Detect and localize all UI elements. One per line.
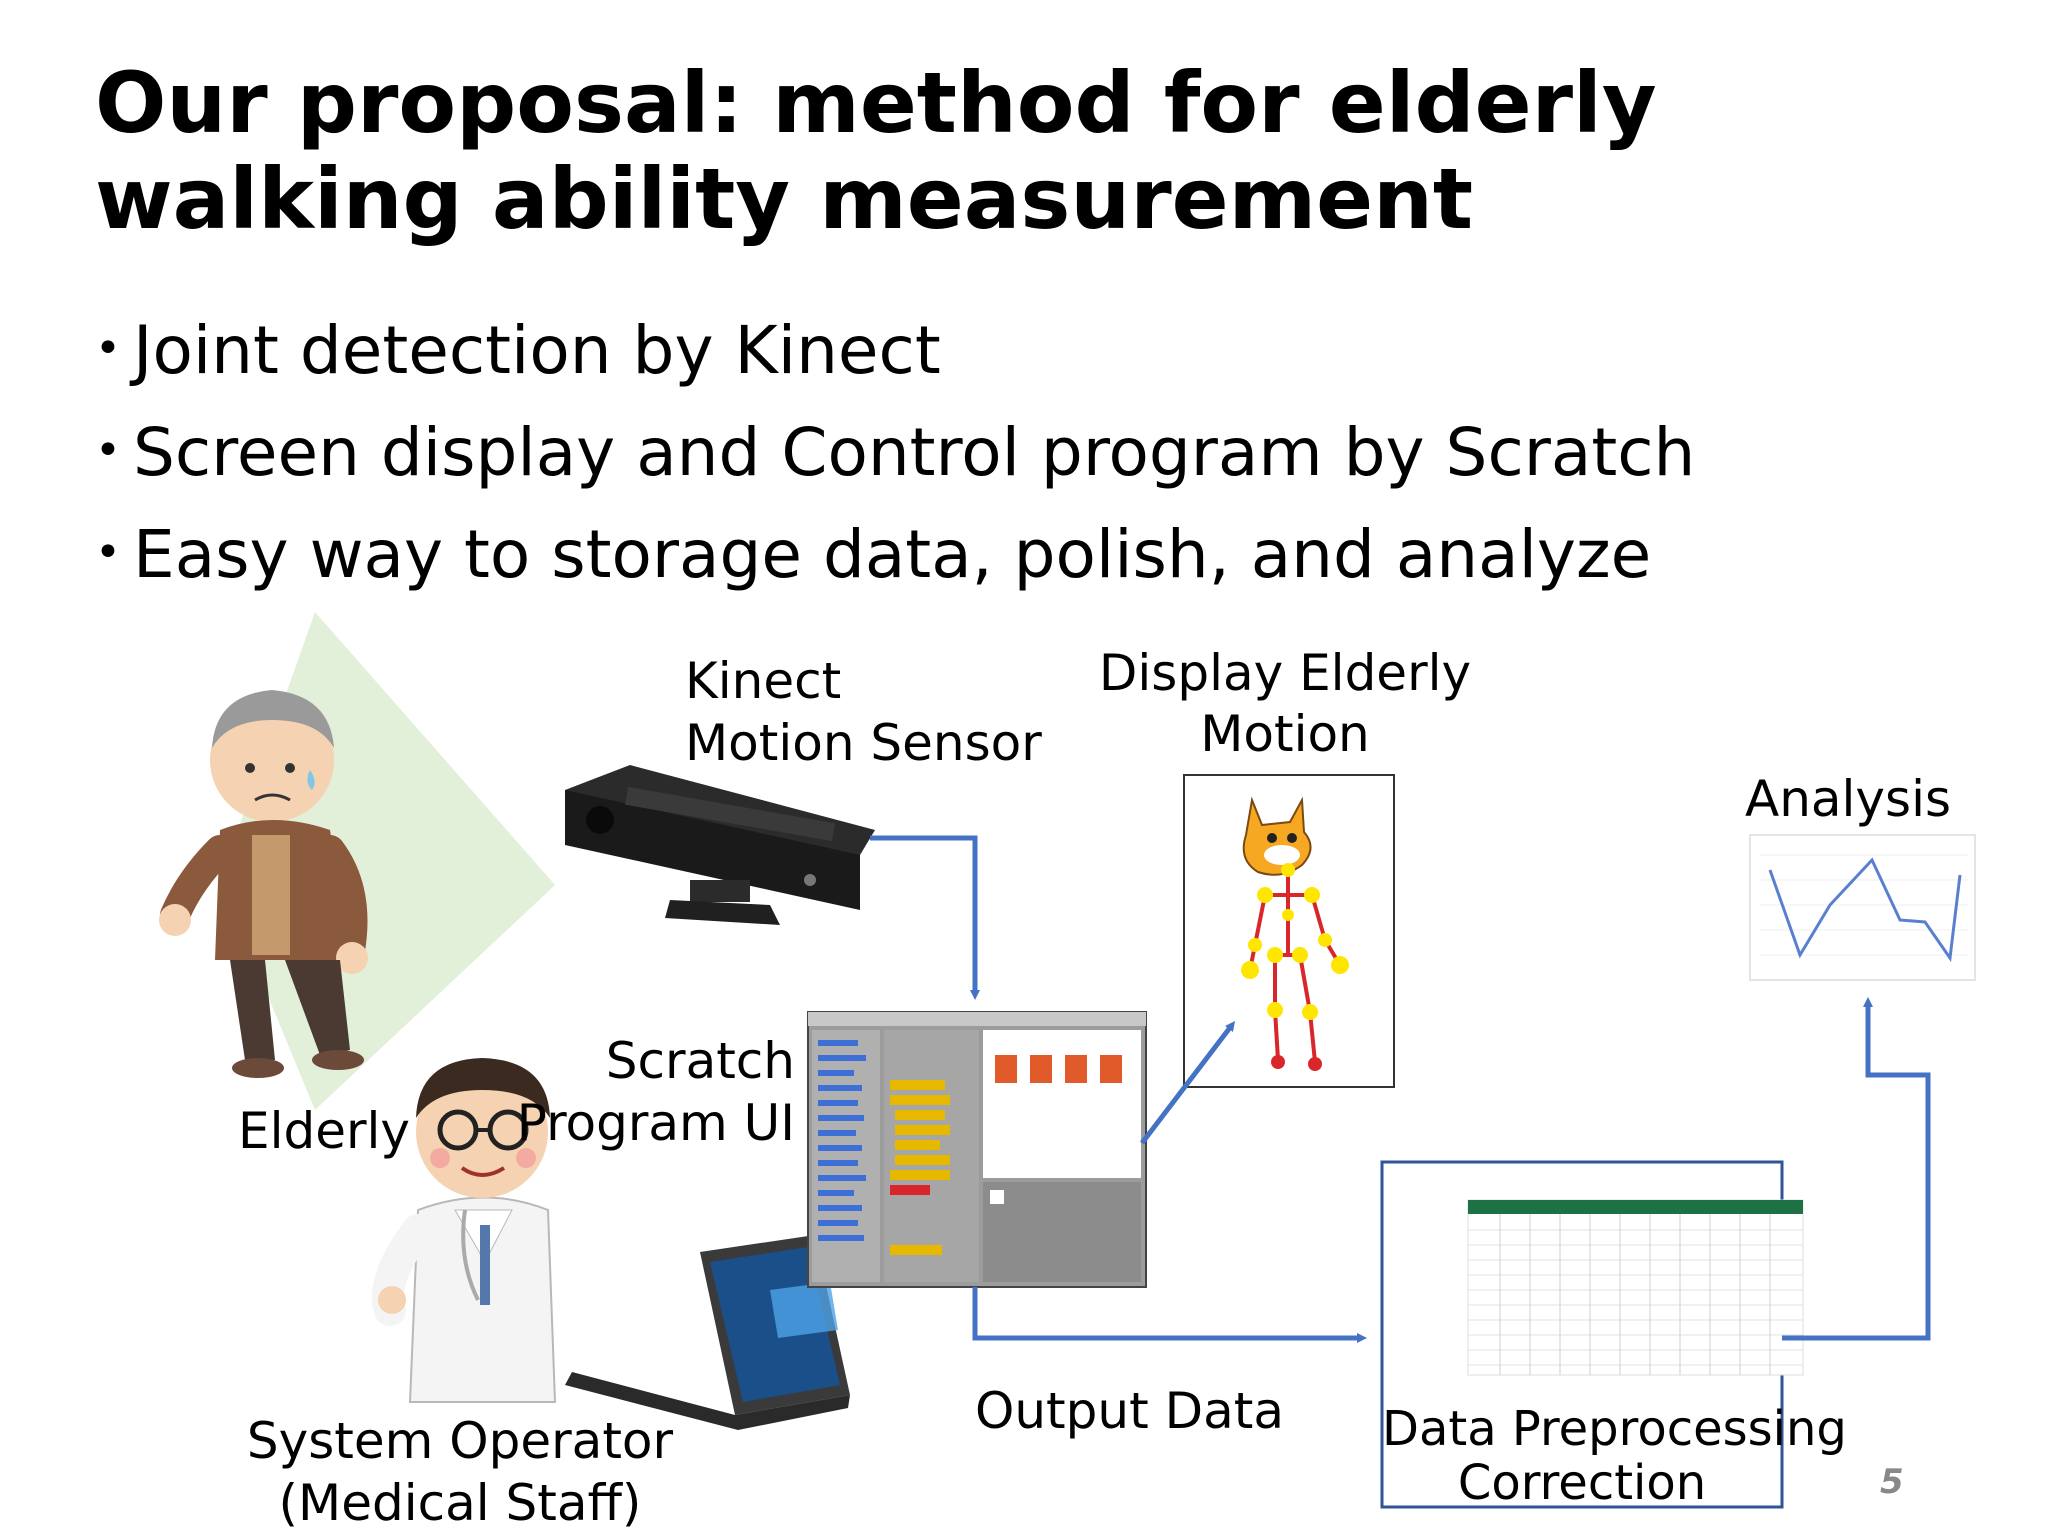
bullet-list: •Joint detection by Kinect •Screen displ… [95, 302, 1695, 608]
scratch-to-display-arrow [1140, 1021, 1236, 1145]
bullet-item: •Joint detection by Kinect [95, 302, 1695, 404]
kinect-label-line2: Motion Sensor [685, 714, 1042, 772]
display-label-line1: Display Elderly [1098, 644, 1472, 702]
elderly-person-illustration [159, 612, 555, 1110]
kinect-label-line1: Kinect [685, 652, 842, 710]
operator-label-line1: System Operator [246, 1412, 674, 1470]
bullet-item: •Screen display and Control program by S… [95, 404, 1695, 506]
bullet-dot-icon: • [95, 322, 121, 374]
analysis-label: Analysis [1745, 770, 1952, 828]
kinect-sensor-illustration [565, 765, 875, 925]
kinect-to-scratch-arrow [870, 835, 980, 1000]
preprocessing-to-analysis-arrow [1782, 997, 1931, 1341]
slide-title: Our proposal: method for elderly walking… [95, 54, 1657, 248]
scratch-ui-screenshot [807, 1011, 1147, 1288]
bullet-text: Joint detection by Kinect [133, 312, 941, 389]
line-chart-thumbnail [1749, 834, 1976, 981]
preprocessing-label-line2: Correction [1457, 1455, 1707, 1511]
page-number: 5 [1880, 1462, 1904, 1502]
bullet-text: Easy way to storage data, polish, and an… [133, 515, 1652, 593]
output-data-label: Output Data [975, 1382, 1284, 1440]
display-label-line2: Motion [1200, 705, 1370, 763]
doctor-illustration [371, 1058, 557, 1403]
scratch-label-line1: Scratch [605, 1032, 795, 1090]
preprocessing-label-line1: Data Preprocessing [1382, 1401, 1847, 1457]
bullet-item: •Easy way to storage data, polish, and a… [95, 506, 1695, 608]
bullet-dot-icon: • [95, 424, 121, 476]
elderly-label: Elderly [238, 1102, 411, 1160]
spreadsheet-thumbnail [1467, 1199, 1804, 1376]
scratch-to-preprocessing-arrow [972, 1287, 1367, 1343]
bullet-text: Screen display and Control program by Sc… [133, 413, 1696, 491]
scratch-label-line2: Program UI [516, 1094, 795, 1152]
operator-label-line2: (Medical Staff) [278, 1474, 642, 1532]
scratch-cat-illustration [1183, 774, 1395, 1088]
bullet-dot-icon: • [95, 526, 121, 578]
